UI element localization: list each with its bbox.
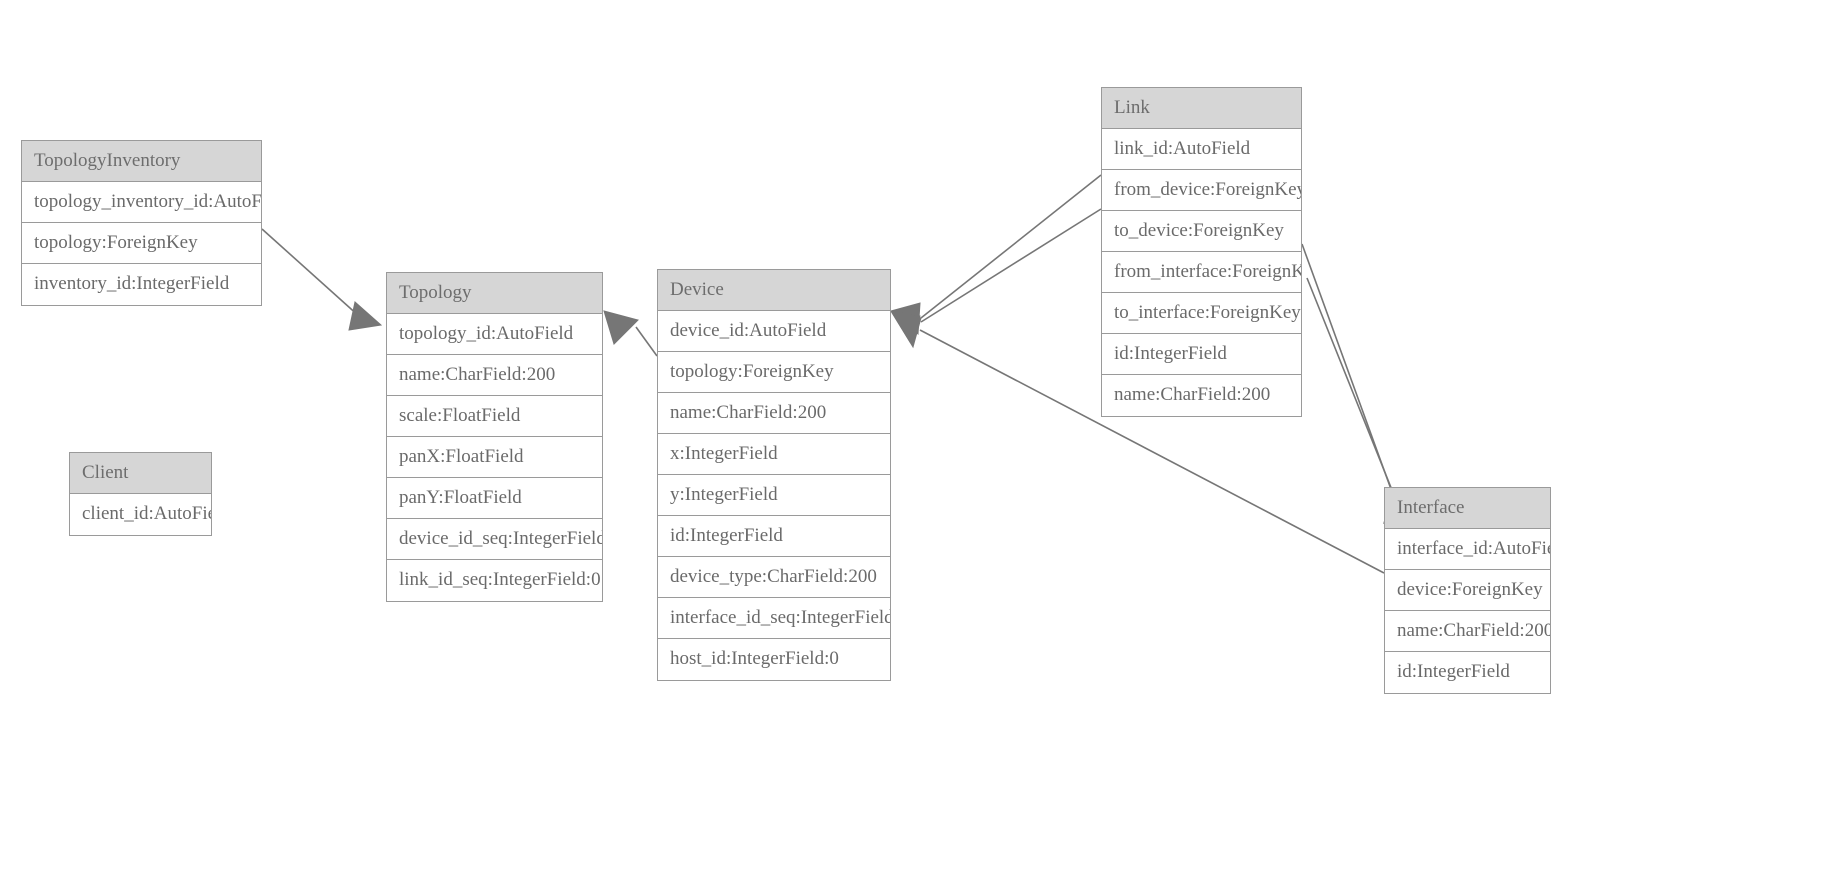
entity-field-row[interactable]: host_id:IntegerField:0	[658, 639, 890, 680]
relationship-line-topologyinventory-topology	[261, 228, 361, 318]
entity-field-row[interactable]: link_id_seq:IntegerField:0	[387, 560, 602, 601]
entity-field-row[interactable]: topology_inventory_id:AutoField	[22, 182, 261, 223]
entity-field-row[interactable]: from_device:ForeignKey	[1102, 170, 1301, 211]
entity-field-row[interactable]: name:CharField:200	[1385, 611, 1550, 652]
entity-field-row[interactable]: name:CharField:200	[658, 393, 890, 434]
entity-field-row[interactable]: device_id:AutoField	[658, 311, 890, 352]
relationship-arrowhead-link-from-device	[889, 302, 921, 336]
entity-field-row[interactable]: y:IntegerField	[658, 475, 890, 516]
entity-interface[interactable]: Interfaceinterface_id:AutoFielddevice:Fo…	[1384, 487, 1551, 694]
entity-title-topology-inventory: TopologyInventory	[22, 141, 261, 182]
relationship-line-device-topology	[635, 326, 658, 357]
entity-field-row[interactable]: topology_id:AutoField	[387, 314, 602, 355]
entity-field-row[interactable]: link_id:AutoField	[1102, 129, 1301, 170]
entity-field-row[interactable]: scale:FloatField	[387, 396, 602, 437]
entity-field-row[interactable]: interface_id_seq:IntegerField:0	[658, 598, 890, 639]
entity-field-row[interactable]: panX:FloatField	[387, 437, 602, 478]
entity-field-row[interactable]: name:CharField:200	[387, 355, 602, 396]
entity-field-row[interactable]: from_interface:ForeignKey	[1102, 252, 1301, 293]
entity-field-row[interactable]: id:IntegerField	[658, 516, 890, 557]
entity-field-row[interactable]: panY:FloatField	[387, 478, 602, 519]
entity-field-row[interactable]: to_interface:ForeignKey	[1102, 293, 1301, 334]
relationship-line-link-from-device	[920, 174, 1102, 319]
relationship-line-link-to-device	[920, 208, 1102, 323]
entity-title-device: Device	[658, 270, 890, 311]
entity-field-row[interactable]: topology:ForeignKey	[22, 223, 261, 264]
entity-field-row[interactable]: device_id_seq:IntegerField:0	[387, 519, 602, 560]
relationship-line-link-from-interface	[1301, 243, 1401, 515]
entity-field-row[interactable]: client_id:AutoField	[70, 494, 211, 535]
relationship-arrowhead-device-topology	[603, 310, 639, 345]
entity-title-topology: Topology	[387, 273, 602, 314]
relationship-arrowhead-link-to-device	[889, 310, 922, 349]
entity-field-row[interactable]: id:IntegerField	[1102, 334, 1301, 375]
entity-field-row[interactable]: x:IntegerField	[658, 434, 890, 475]
entity-field-row[interactable]: topology:ForeignKey	[658, 352, 890, 393]
entity-title-client: Client	[70, 453, 211, 494]
entity-title-interface: Interface	[1385, 488, 1550, 529]
entity-field-row[interactable]: id:IntegerField	[1385, 652, 1550, 693]
relationship-arrowhead-topologyinventory-topology	[348, 301, 383, 331]
relationship-line-link-to-interface	[1306, 277, 1403, 516]
relationship-arrowhead-interface-device	[889, 310, 921, 344]
entity-field-row[interactable]: inventory_id:IntegerField	[22, 264, 261, 305]
entity-field-row[interactable]: device:ForeignKey	[1385, 570, 1550, 611]
entity-field-row[interactable]: interface_id:AutoField	[1385, 529, 1550, 570]
entity-field-row[interactable]: to_device:ForeignKey	[1102, 211, 1301, 252]
entity-title-link: Link	[1102, 88, 1301, 129]
entity-field-row[interactable]: device_type:CharField:200	[658, 557, 890, 598]
entity-field-row[interactable]: name:CharField:200	[1102, 375, 1301, 416]
